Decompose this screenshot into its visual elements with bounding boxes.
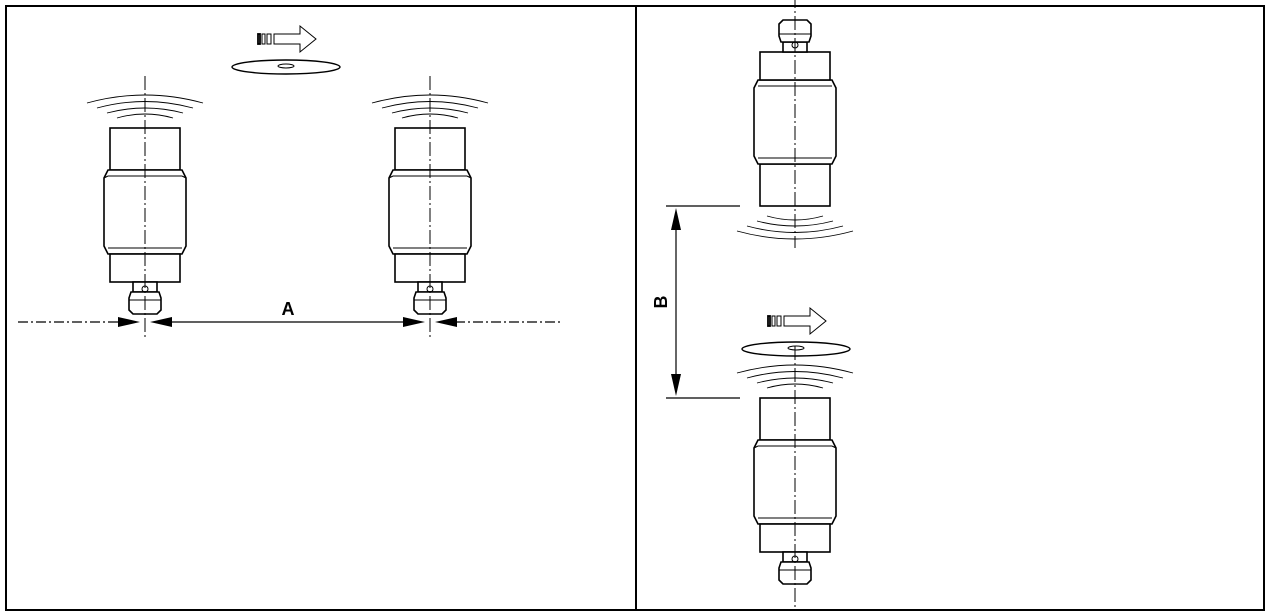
- dimension-label-a: A: [282, 299, 295, 319]
- left-panel: A: [18, 25, 562, 341]
- target-disc-left: [231, 25, 341, 75]
- sensor-4: [753, 345, 837, 611]
- sensor-3: [753, 0, 837, 249]
- dimension-b: B: [651, 205, 740, 399]
- sensor-1: [103, 75, 187, 341]
- right-panel: B: [651, 0, 854, 611]
- dimension-label-b: B: [651, 296, 671, 309]
- target-disc-right: [741, 307, 851, 357]
- dimension-a: A: [18, 299, 562, 327]
- sensor-2: [388, 75, 472, 341]
